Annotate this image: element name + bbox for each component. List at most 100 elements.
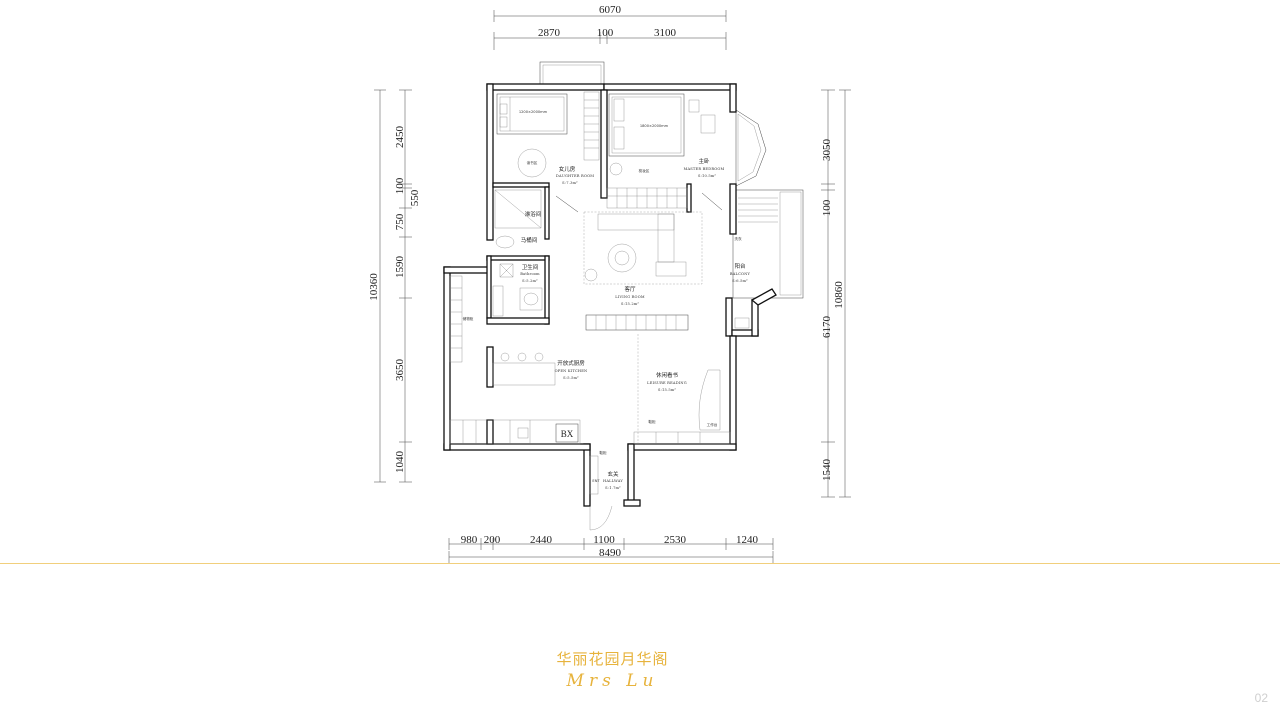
project-title: 华丽花园月华阁	[556, 650, 669, 668]
workbench-label: 工作台	[707, 422, 718, 427]
kitchen-en: OPEN KITCHEN	[555, 369, 588, 373]
top-dimension-2: 100	[597, 27, 614, 39]
left-dimension-1: 2450	[394, 126, 406, 149]
fridge	[555, 423, 579, 443]
right-total-dimension: 10860	[833, 281, 845, 309]
laundry-label: 洗衣	[734, 236, 742, 241]
entrance-door[interactable]	[589, 505, 613, 531]
bar-stool-3	[534, 352, 544, 362]
client-name: Mrs Lu	[566, 671, 659, 691]
balcony-name: 阳台	[734, 262, 746, 270]
fridge-label: BX	[561, 429, 574, 439]
master-door[interactable]	[701, 192, 723, 211]
master-desk	[700, 114, 716, 134]
right-dimension-4: 1540	[821, 459, 833, 482]
hallway-en: HALLWAY	[603, 479, 623, 483]
bottom-dimension-1: 980	[461, 534, 478, 546]
daughter-bed-size: 1200×2000mm	[519, 110, 548, 114]
reading-zone-area: S:15.5m²	[658, 388, 676, 392]
master-room-en: MASTER BEDROOM	[684, 167, 725, 171]
top-total-dimension: 6070	[599, 4, 622, 16]
sofa-chaise	[657, 213, 675, 263]
living-rug	[583, 211, 703, 285]
living-room-area: S:15.2m²	[621, 302, 639, 306]
bottom-dimension-3: 2440	[530, 534, 553, 546]
reading-zone-name: 休闲看书	[656, 371, 679, 379]
kitchen-counter-top	[449, 275, 463, 363]
top-dimension-3: 3100	[654, 27, 677, 39]
daughter-room-en: DAUGHTER ROOM	[556, 174, 594, 178]
kitchen-sink	[517, 427, 529, 439]
master-room-area: S:10.5m²	[698, 174, 716, 178]
shoe-cabinet-label: 鞋柜	[648, 419, 656, 424]
bathroom-en: Bathroom	[520, 272, 540, 276]
kitchen-name: 开放式厨房	[557, 359, 585, 367]
master-bay-window	[735, 109, 767, 187]
washing-machine	[499, 263, 514, 278]
coffee-table	[607, 243, 637, 273]
shoe-cabinet-label-2: 鞋柜	[599, 450, 607, 455]
hallway-name: 玄关	[607, 470, 619, 478]
tv-cabinet	[585, 314, 689, 331]
shoe-cabinet-bottom	[633, 431, 731, 445]
right-dimension-1: 3050	[821, 139, 833, 162]
top-bay-window	[539, 61, 605, 85]
daughter-wardrobe	[583, 91, 600, 161]
interior-walls	[486, 89, 692, 445]
coffee-table-inner	[614, 250, 630, 266]
right-dimension-lines	[821, 89, 851, 498]
left-total-dimension: 10360	[368, 273, 380, 301]
exterior-walls	[443, 83, 777, 507]
storage-label: 储物柜	[463, 316, 474, 321]
daughter-door[interactable]	[555, 195, 579, 213]
master-bed	[608, 93, 700, 157]
top-dimension-lines	[493, 10, 727, 50]
master-chair	[609, 162, 623, 176]
reading-zone-en: LEISURE READING	[647, 381, 687, 385]
left-dimension-7: 1040	[394, 451, 406, 474]
master-room-name: 主卧	[698, 157, 710, 165]
hallway-area: S:1.7m²	[605, 486, 621, 490]
daughter-bed	[496, 93, 568, 135]
bottom-dimension-2: 200	[484, 534, 501, 546]
sofa	[597, 213, 675, 231]
bottom-dimension-4: 1100	[593, 534, 615, 546]
bathroom-area: S:5.2m²	[522, 279, 538, 283]
ottoman	[655, 261, 687, 277]
left-dimension-2: 100	[394, 177, 406, 194]
left-dimension-4: 750	[394, 213, 406, 230]
reading-desk	[698, 369, 721, 431]
hallway-cabinet	[589, 455, 599, 495]
divider-line	[0, 563, 1280, 564]
bottom-total-dimension: 8490	[599, 547, 622, 559]
kitchen-island	[492, 362, 556, 386]
daughter-room-area: S:7.3m²	[562, 181, 578, 185]
shower-tray	[494, 189, 542, 229]
bathroom-sink	[519, 287, 543, 311]
bar-stool-1	[500, 352, 510, 362]
living-room-en: LIVING ROOM	[615, 295, 645, 299]
balcony-en: BALCONY	[730, 272, 751, 276]
top-dimension-1: 2870	[538, 27, 561, 39]
toilet-label: 马桶间	[521, 236, 538, 244]
left-dimension-lines	[374, 89, 412, 483]
bar-stool-2	[517, 352, 527, 362]
balcony-area: S:6.5m²	[732, 279, 748, 283]
left-dimension-5: 1590	[394, 256, 406, 279]
bathroom-cabinet	[492, 285, 504, 317]
left-dimension-6: 3650	[394, 359, 406, 382]
toilet	[495, 235, 515, 249]
bottom-dimension-lines	[448, 538, 774, 563]
daughter-room-name: 女儿房	[559, 165, 576, 173]
entry-label: ENT	[592, 479, 600, 483]
kitchen-counter-bottom	[449, 419, 581, 445]
master-bed-size: 1800×2000mm	[640, 124, 669, 128]
page-number: 02	[1254, 691, 1268, 705]
living-room-name: 客厅	[624, 285, 636, 293]
reading-area-label: 读书区	[527, 160, 538, 165]
side-stool	[584, 268, 598, 282]
daughter-rug	[517, 148, 547, 178]
left-dimension-3: 550	[409, 189, 421, 206]
balcony-washer	[734, 317, 750, 329]
